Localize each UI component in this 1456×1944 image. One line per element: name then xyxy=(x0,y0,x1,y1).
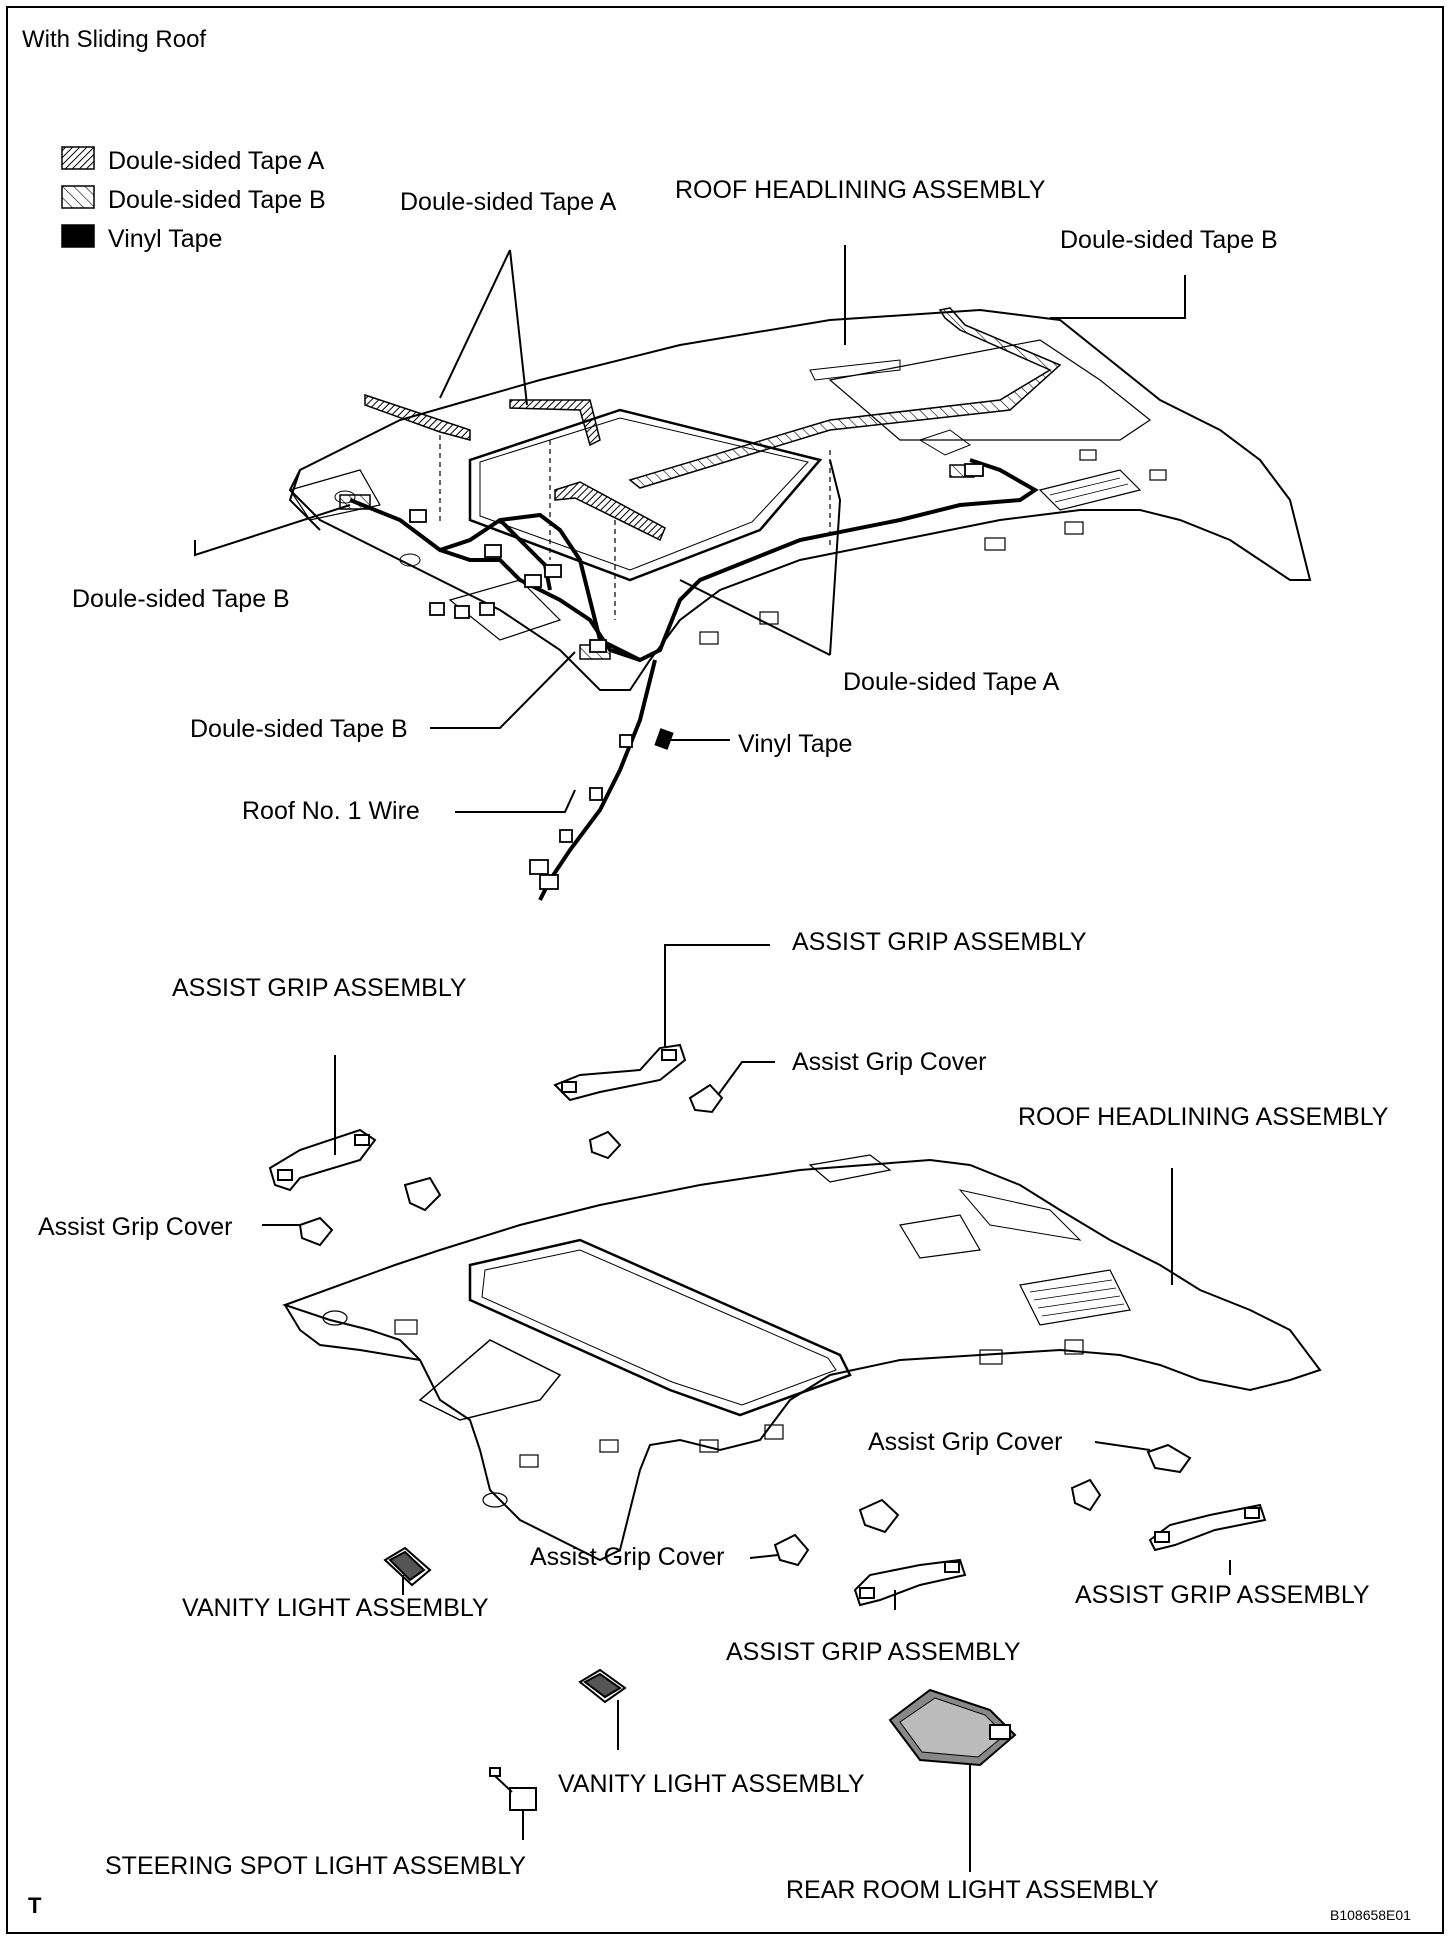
callout-assist-grip-cover-mid: Assist Grip Cover xyxy=(530,1543,725,1571)
callout-assist-grip-right: ASSIST GRIP ASSEMBLY xyxy=(1075,1581,1370,1609)
diagram-title: With Sliding Roof xyxy=(22,26,207,53)
callout-roof-headlining-upper: ROOF HEADLINING ASSEMBLY xyxy=(675,176,1046,204)
callout-tape-b-lower: Doule-sided Tape B xyxy=(190,715,408,743)
callout-tape-a-top: Doule-sided Tape A xyxy=(400,188,617,216)
callout-tape-b-left: Doule-sided Tape B xyxy=(72,585,290,613)
upper-headliner xyxy=(288,308,1312,691)
callout-roof-headlining-lower: ROOF HEADLINING ASSEMBLY xyxy=(1018,1103,1389,1131)
callout-assist-grip-mid: ASSIST GRIP ASSEMBLY xyxy=(726,1638,1021,1666)
section-mark: T xyxy=(28,1893,42,1918)
light-assemblies xyxy=(383,1546,1017,1811)
callout-steering-spot-light: STEERING SPOT LIGHT ASSEMBLY xyxy=(105,1852,526,1880)
lower-leader-lines xyxy=(262,944,1231,1872)
tape-a-strips xyxy=(364,393,666,542)
callout-tape-a-right: Doule-sided Tape A xyxy=(843,668,1060,696)
callout-roof-wire: Roof No. 1 Wire xyxy=(242,797,420,825)
callout-assist-grip-left: ASSIST GRIP ASSEMBLY xyxy=(172,974,467,1002)
legend-tape-a-label: Doule-sided Tape A xyxy=(108,147,325,175)
callout-rear-room-light: REAR ROOM LIGHT ASSEMBLY xyxy=(786,1876,1159,1904)
assist-grips xyxy=(268,1043,1267,1607)
callout-vanity-light-left: VANITY LIGHT ASSEMBLY xyxy=(182,1594,489,1622)
upper-leader-lines xyxy=(194,245,1186,813)
legend-tape-b-label: Doule-sided Tape B xyxy=(108,186,326,214)
callout-assist-grip-cover-left: Assist Grip Cover xyxy=(38,1213,233,1241)
callout-assist-grip-cover-top: Assist Grip Cover xyxy=(792,1048,987,1076)
figure-code: B108658E01 xyxy=(1330,1907,1411,1923)
tape-drop-lines xyxy=(439,435,831,620)
vinyl-tape-piece xyxy=(654,728,674,750)
callout-vinyl-tape: Vinyl Tape xyxy=(738,730,853,758)
wire-connectors xyxy=(409,463,984,890)
callout-tape-b-top-right: Doule-sided Tape B xyxy=(1060,226,1278,254)
lower-headliner xyxy=(281,1154,1322,1562)
diagram-frame xyxy=(6,6,1444,1934)
legend-vinyl-tape-label: Vinyl Tape xyxy=(108,225,223,253)
callout-assist-grip-cover-right: Assist Grip Cover xyxy=(868,1428,1063,1456)
assist-grip-covers xyxy=(298,1083,1192,1567)
tape-b-strips xyxy=(339,307,1062,660)
callout-vanity-light-mid: VANITY LIGHT ASSEMBLY xyxy=(558,1770,865,1798)
callout-assist-grip-top: ASSIST GRIP ASSEMBLY xyxy=(792,928,1087,956)
legend-swatches xyxy=(61,146,95,248)
